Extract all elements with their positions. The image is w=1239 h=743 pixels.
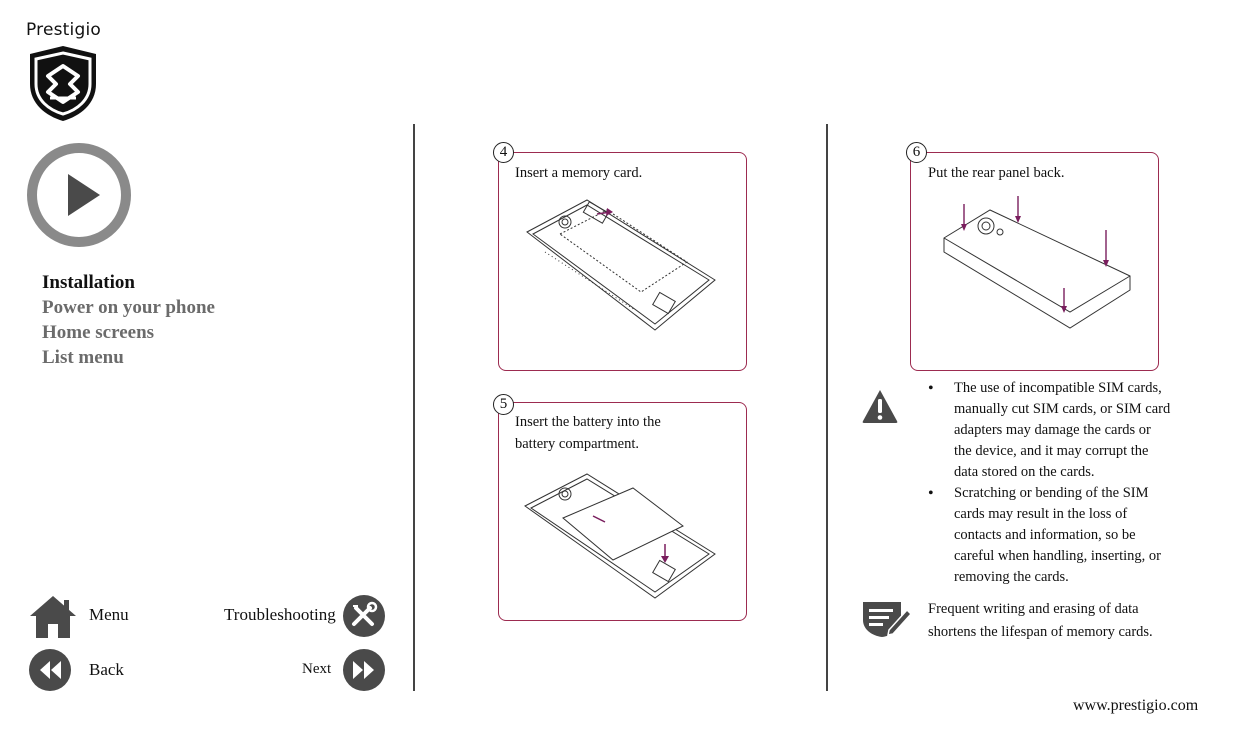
- toc-item-list-menu[interactable]: List menu: [42, 347, 124, 368]
- warning-line: adapters may damage the cards or: [954, 422, 1151, 438]
- warning-line: removing the cards.: [954, 569, 1069, 585]
- phone-rear-panel-illustration: [943, 196, 1131, 329]
- warning-line: the device, and it may corrupt the: [954, 443, 1149, 459]
- back-link[interactable]: Back: [89, 660, 124, 679]
- step-5-text-line2: battery compartment.: [515, 436, 640, 452]
- tools-icon[interactable]: [342, 594, 386, 638]
- note-line: shortens the lifespan of memory cards.: [928, 624, 1153, 640]
- phone-battery-illustration: [524, 473, 716, 599]
- step-5-text-line1: Insert the battery into the: [515, 414, 661, 430]
- home-icon[interactable]: [28, 594, 78, 640]
- warning-list: The use of incompatible SIM cards, manua…: [928, 378, 1178, 588]
- column-divider: [413, 124, 415, 691]
- table-of-contents: Installation Power on your phone Home sc…: [42, 270, 215, 370]
- toc-item-home-screens[interactable]: Home screens: [42, 322, 155, 343]
- step-number: 4: [493, 142, 514, 163]
- warning-line: The use of incompatible SIM cards,: [954, 380, 1162, 396]
- next-link[interactable]: Next: [302, 661, 332, 677]
- play-icon[interactable]: [26, 142, 132, 248]
- warning-line: manually cut SIM cards, or SIM card: [954, 401, 1171, 417]
- warning-line: cards may result in the loss of: [954, 506, 1128, 522]
- menu-link[interactable]: Menu: [89, 605, 129, 624]
- back-icon[interactable]: [28, 648, 72, 692]
- footer-url[interactable]: www.prestigio.com: [1073, 697, 1199, 714]
- phone-memory-card-illustration: [526, 199, 716, 331]
- troubleshooting-link[interactable]: Troubleshooting: [224, 605, 336, 624]
- note-text: Frequent writing and erasing of data sho…: [928, 598, 1188, 644]
- next-icon[interactable]: [342, 648, 386, 692]
- warning-line: careful when handling, inserting, or: [954, 548, 1161, 564]
- warning-line: Scratching or bending of the SIM: [954, 485, 1149, 501]
- step-4-panel: [498, 152, 747, 371]
- brand-name: Prestigio: [26, 20, 101, 40]
- column-divider: [826, 124, 828, 691]
- warning-triangle-icon: [862, 390, 898, 423]
- toc-item-installation[interactable]: Installation: [42, 272, 135, 293]
- step-number: 5: [493, 394, 514, 415]
- warning-bullet: The use of incompatible SIM cards, manua…: [928, 378, 1178, 483]
- toc-item-power-on[interactable]: Power on your phone: [42, 297, 215, 318]
- warning-line: contacts and information, so be: [954, 527, 1136, 543]
- step-4-text: Insert a memory card.: [515, 165, 643, 181]
- prestigio-logo: [30, 46, 96, 121]
- step-number: 6: [906, 142, 927, 163]
- step-6-panel: [910, 152, 1159, 371]
- warning-bullet: Scratching or bending of the SIM cards m…: [928, 483, 1178, 588]
- step-6-text: Put the rear panel back.: [928, 165, 1065, 181]
- note-line: Frequent writing and erasing of data: [928, 601, 1139, 617]
- warning-line: data stored on the cards.: [954, 464, 1095, 480]
- note-pencil-icon: [863, 602, 913, 637]
